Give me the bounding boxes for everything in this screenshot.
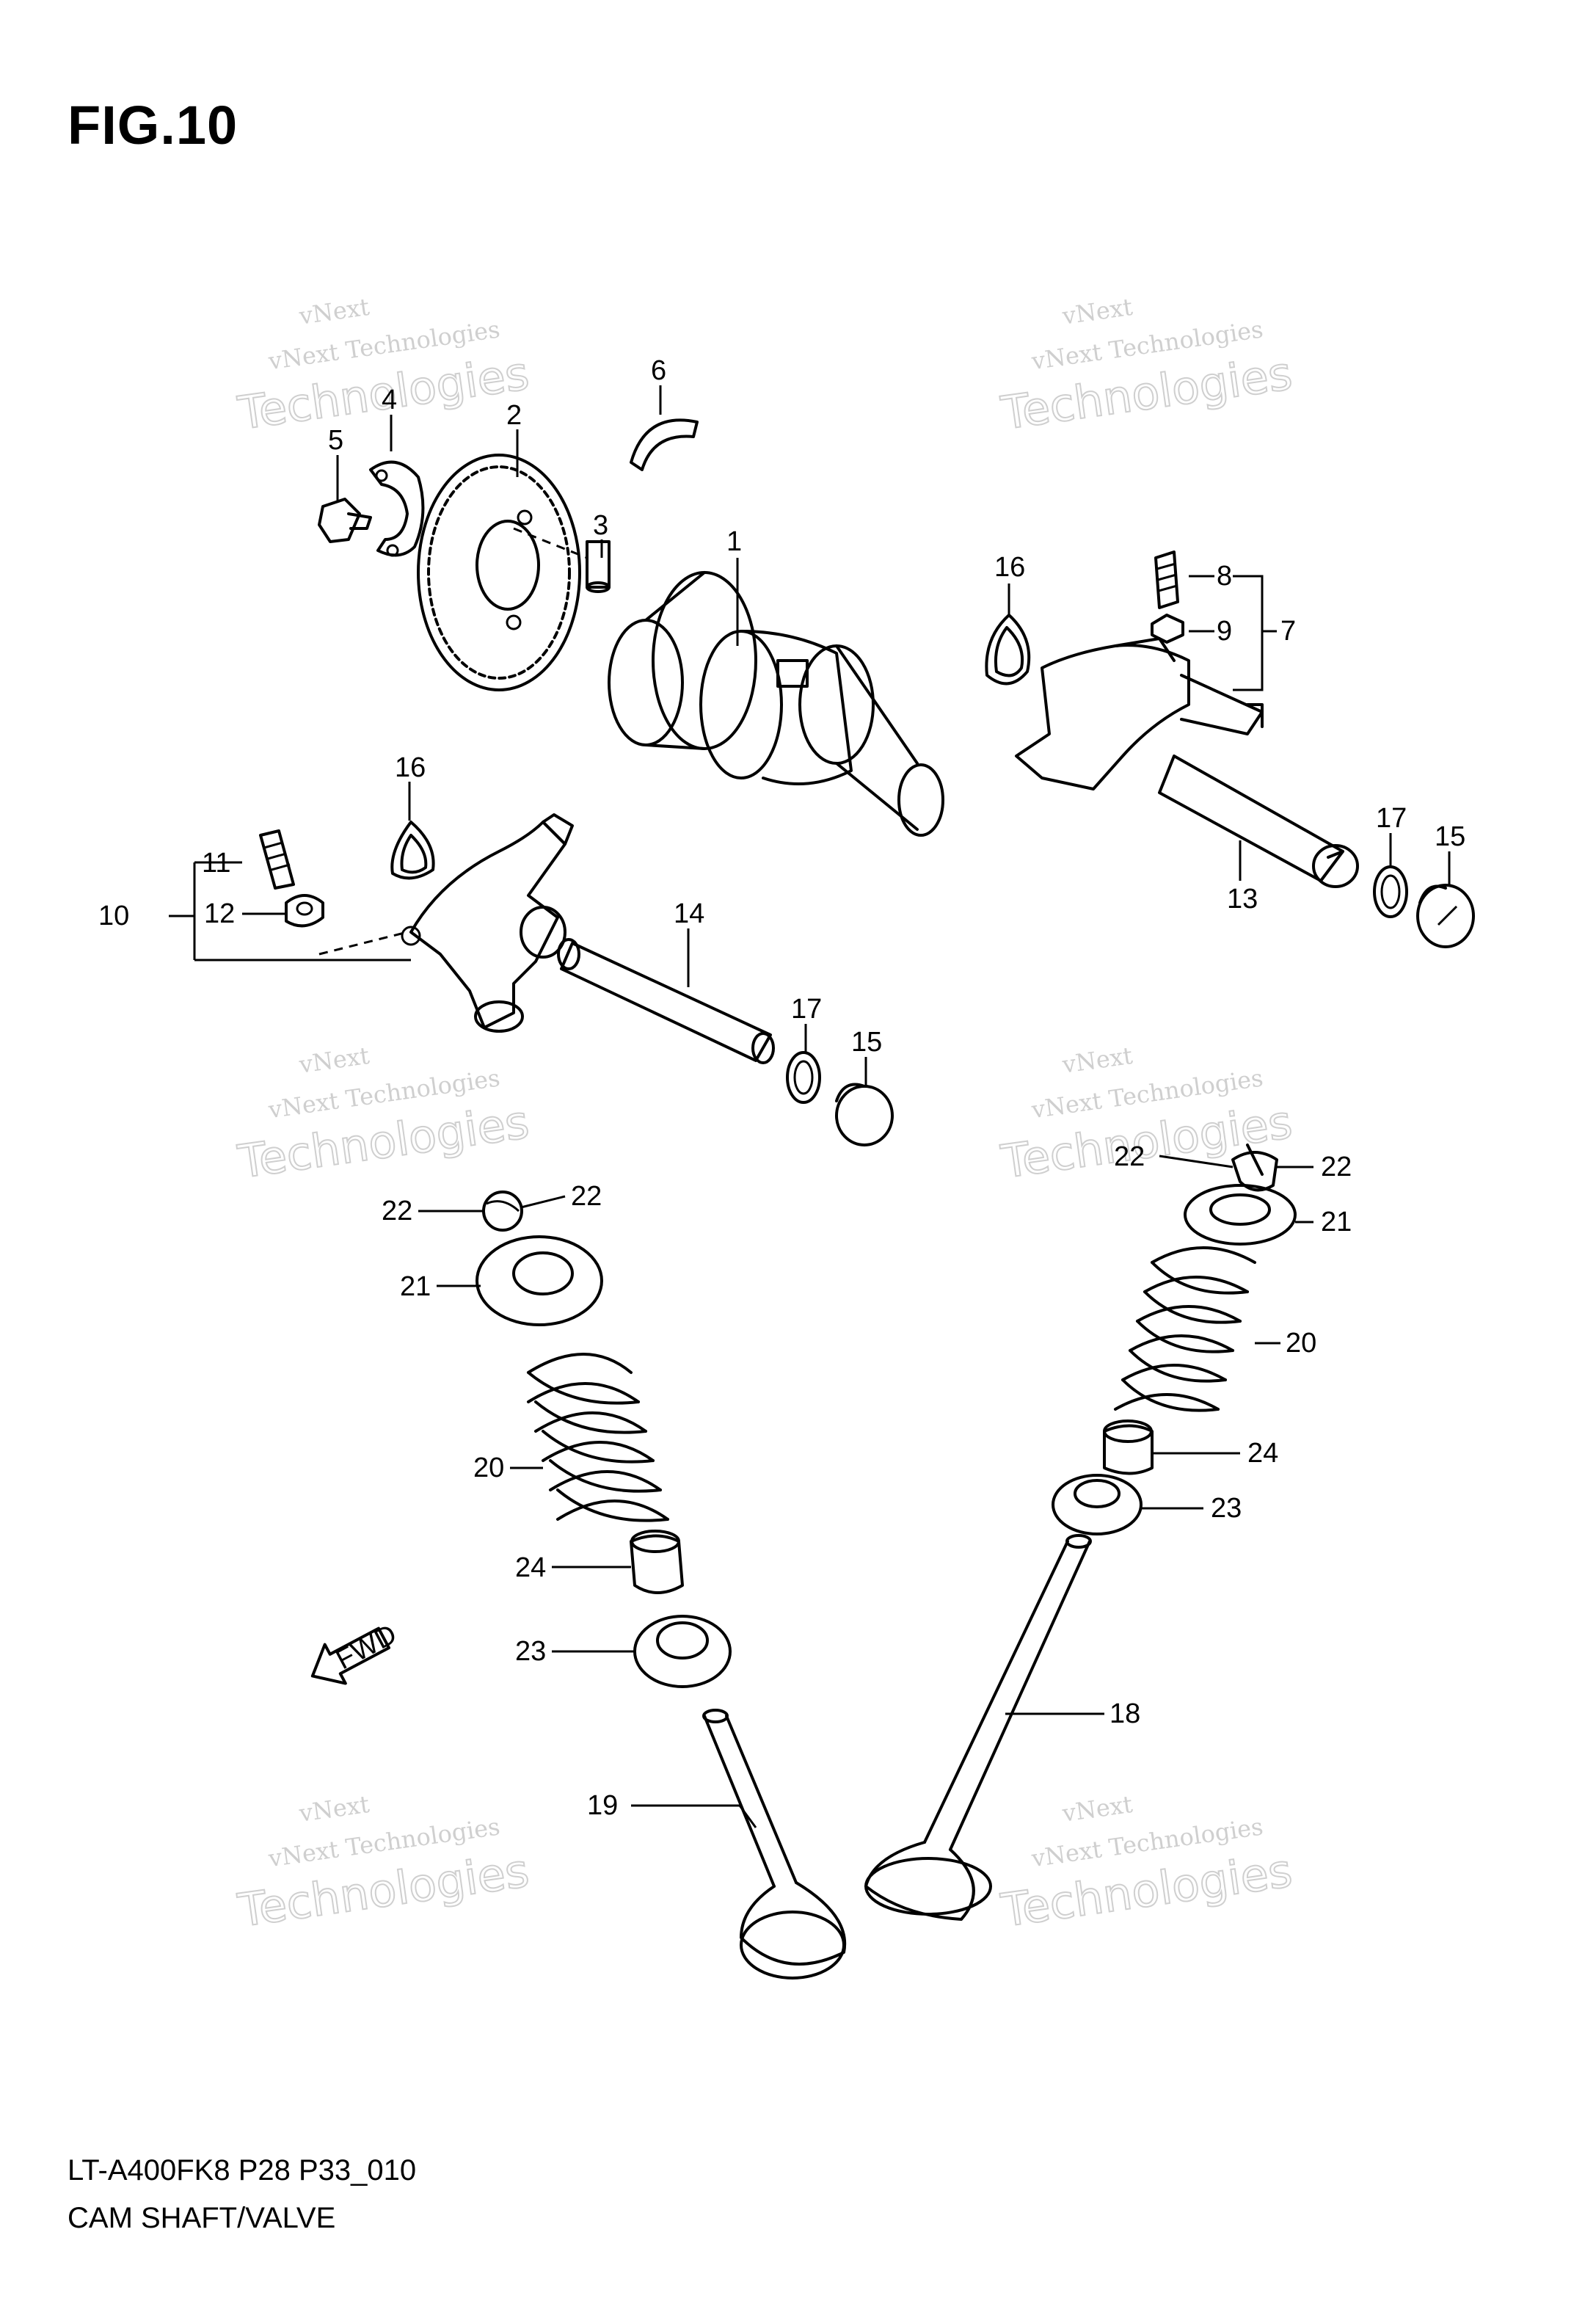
callout-11: 11	[202, 848, 230, 879]
callout-3: 3	[593, 510, 608, 541]
part-21-retainer-left	[475, 1235, 603, 1326]
svg-text:vNext: vNext	[1060, 293, 1134, 330]
figure-title: FIG.10	[68, 95, 238, 156]
watermark-bottom-right: vNext vNext Technologies Technologies	[997, 1790, 1297, 1938]
callout-1: 1	[726, 526, 742, 557]
part-15-plug-left	[835, 1083, 894, 1146]
watermark-middle-left: vNext vNext Technologies Technologies	[234, 1042, 533, 1190]
watermark-top-left: vNext vNext Technologies Technologies	[234, 293, 533, 441]
svg-text:vNext: vNext	[296, 293, 371, 330]
leader-lines	[169, 385, 1451, 1828]
callout-7: 7	[1280, 616, 1296, 647]
callout-9: 9	[1217, 616, 1232, 647]
part-24-stem-seal-left	[630, 1530, 684, 1594]
callout-15-left: 15	[851, 1027, 882, 1058]
callout-21-left: 21	[400, 1271, 431, 1302]
part-18-valve-right	[864, 1534, 1092, 1921]
svg-text:FWD: FWD	[331, 1619, 401, 1676]
part-24-stem-seal-right	[1103, 1419, 1154, 1475]
callout-17-left: 17	[791, 994, 822, 1025]
fwd-direction-arrow: FWD	[310, 1619, 401, 1685]
callout-22-left-b: 22	[571, 1181, 602, 1212]
part-12-lock-nut-left	[285, 894, 324, 928]
part-9-lock-nut	[1151, 614, 1184, 644]
watermark-top-right: vNext vNext Technologies Technologies	[997, 293, 1297, 441]
watermark-bottom-left: vNext vNext Technologies Technologies	[234, 1790, 533, 1938]
part-23-spring-seat-left	[633, 1615, 732, 1688]
part-1-camshaft	[608, 571, 944, 837]
svg-text:vNext: vNext	[296, 1790, 371, 1828]
svg-text:vNext: vNext	[296, 1042, 371, 1079]
callout-8: 8	[1217, 561, 1232, 592]
part-11-adjust-screw-left	[259, 829, 295, 890]
part-16-o-ring-left	[390, 821, 435, 880]
part-15-plug-right	[1416, 884, 1475, 948]
part-19-valve-left	[702, 1709, 847, 1980]
callout-6: 6	[651, 355, 666, 386]
part-22-cotter-left	[482, 1190, 523, 1232]
callout-20-left: 20	[473, 1453, 504, 1483]
part-13-rocker-shaft-right	[1158, 755, 1359, 888]
callout-14: 14	[674, 898, 704, 929]
svg-text:vNext: vNext	[1060, 1042, 1134, 1079]
callout-18: 18	[1109, 1698, 1140, 1729]
callout-labels: 1 2 3 4 5 6 7 8 9 16 13 17 15 16 11 12 1…	[98, 355, 1465, 1821]
part-5-bolt	[318, 498, 372, 543]
part-17-seal-left	[786, 1051, 821, 1104]
callout-12: 12	[204, 898, 235, 929]
callout-15-right: 15	[1435, 821, 1465, 852]
callout-24-left: 24	[515, 1552, 546, 1583]
part-6-cam-clip	[630, 418, 699, 471]
callout-22-right-b: 22	[1321, 1152, 1352, 1182]
model-code: LT-A400FK8 P28 P33_010	[68, 2154, 417, 2186]
callout-22-left-a: 22	[382, 1196, 412, 1226]
part-4-lock-plate	[369, 460, 425, 557]
part-17-seal-right	[1373, 865, 1408, 918]
part-10-rocker-arm-left	[318, 813, 574, 1033]
part-20-spring-left	[527, 1353, 669, 1522]
part-21-retainer-right	[1184, 1184, 1297, 1246]
part-20-spring-right	[1114, 1246, 1256, 1412]
callout-4: 4	[382, 385, 397, 415]
callout-21-right: 21	[1321, 1207, 1352, 1237]
part-16-o-ring-right	[985, 614, 1031, 686]
part-23-spring-seat-right	[1052, 1474, 1143, 1535]
callout-23-right: 23	[1211, 1493, 1242, 1524]
part-2-cam-sprocket	[417, 454, 581, 691]
callout-2: 2	[506, 400, 522, 431]
part-14-rocker-shaft-left	[557, 938, 775, 1064]
svg-text:vNext: vNext	[1060, 1790, 1134, 1828]
callout-16-left: 16	[395, 752, 426, 783]
callout-13: 13	[1227, 884, 1258, 915]
callout-22-right-a: 22	[1114, 1141, 1145, 1172]
callout-20-right: 20	[1286, 1328, 1316, 1359]
part-8-adjust-screw	[1154, 550, 1179, 609]
callout-16-right: 16	[994, 552, 1025, 583]
callout-5: 5	[328, 425, 343, 456]
part-7-rocker-arm-right	[1015, 637, 1264, 790]
callout-24-right: 24	[1247, 1438, 1278, 1469]
callout-19: 19	[587, 1790, 618, 1821]
figure-caption: CAM SHAFT/VALVE	[68, 2202, 336, 2234]
callout-10: 10	[98, 901, 129, 931]
callout-23-left: 23	[515, 1636, 546, 1667]
callout-17-right: 17	[1376, 803, 1407, 834]
